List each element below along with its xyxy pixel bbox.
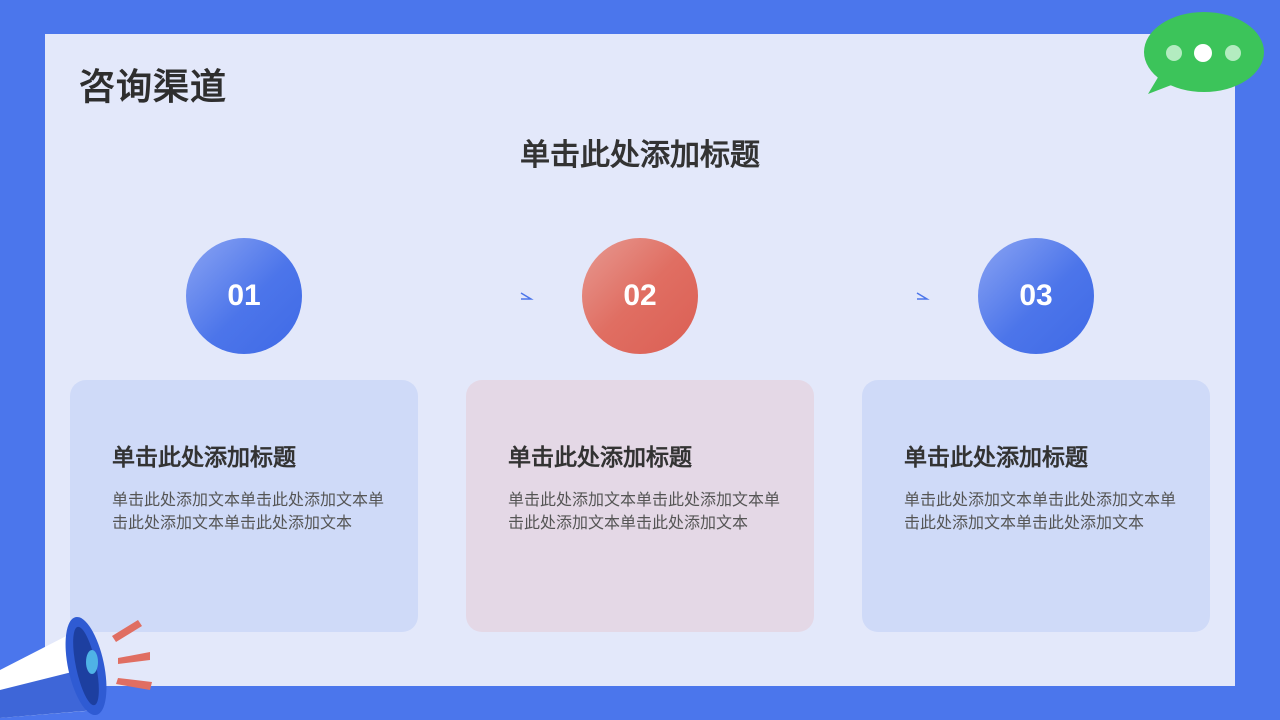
chat-bubble-icon <box>1140 10 1270 100</box>
card-title[interactable]: 单击此处添加标题 <box>112 438 296 472</box>
step-card-1: 单击此处添加标题 单击此处添加文本单击此处添加文本单击此处添加文本单击此处添加文… <box>70 380 418 632</box>
step-number-2: 02 <box>582 238 698 354</box>
arrow-right-icon <box>355 290 535 304</box>
main-heading[interactable]: 单击此处添加标题 <box>0 130 1280 174</box>
card-text[interactable]: 单击此处添加文本单击此处添加文本单击此处添加文本单击此处添加文本 <box>508 488 788 534</box>
card-text[interactable]: 单击此处添加文本单击此处添加文本单击此处添加文本单击此处添加文本 <box>112 488 392 534</box>
step-card-3: 单击此处添加标题 单击此处添加文本单击此处添加文本单击此处添加文本单击此处添加文… <box>862 380 1210 632</box>
arrow-right-icon <box>751 290 931 304</box>
card-text[interactable]: 单击此处添加文本单击此处添加文本单击此处添加文本单击此处添加文本 <box>904 488 1184 534</box>
step-number-3: 03 <box>978 238 1094 354</box>
page-title: 咨询渠道 <box>79 58 227 110</box>
step-number-1: 01 <box>186 238 302 354</box>
card-title[interactable]: 单击此处添加标题 <box>904 438 1088 472</box>
step-card-2: 单击此处添加标题 单击此处添加文本单击此处添加文本单击此处添加文本单击此处添加文… <box>466 380 814 632</box>
card-title[interactable]: 单击此处添加标题 <box>508 438 692 472</box>
megaphone-icon <box>0 610 170 720</box>
